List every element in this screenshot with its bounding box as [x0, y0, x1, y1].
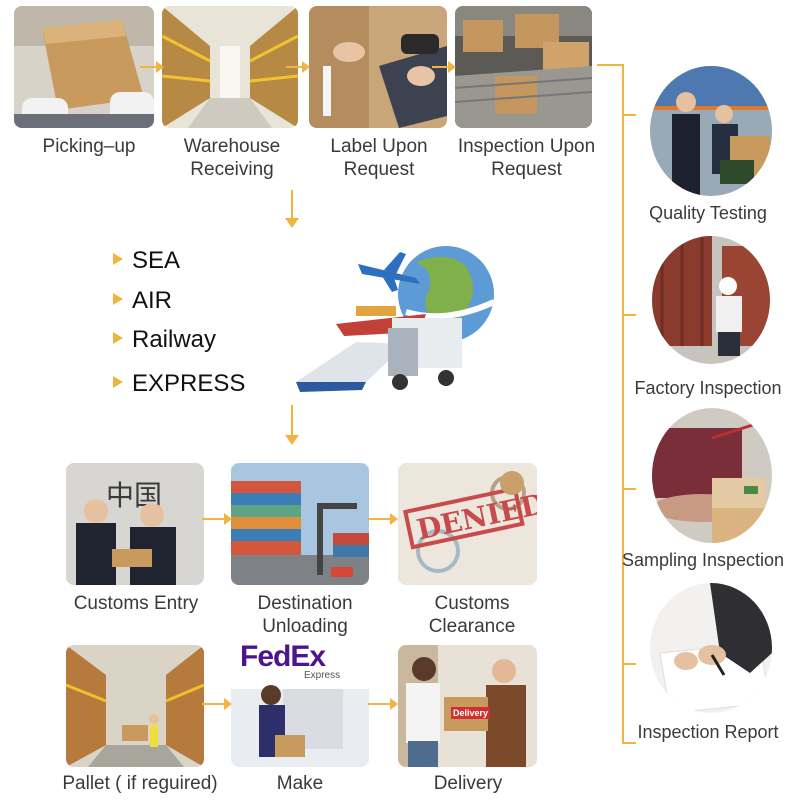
arrow-line-6: [202, 703, 228, 705]
arrow-head-5: [390, 513, 398, 525]
step-label-warehouse-receiving: Warehouse Receiving: [183, 136, 281, 180]
container-port-photo: [231, 463, 369, 585]
customs-officers-photo: 中国: [66, 463, 204, 585]
down-arrow-line-2: [291, 405, 293, 437]
bracket-top-line: [597, 64, 623, 66]
conveyor-boxes-photo: [455, 6, 592, 128]
inspection-report-photo: [650, 583, 772, 713]
step-label-make: Make: [276, 773, 324, 794]
arrow-head-2: [302, 61, 310, 73]
inspection-label-inspection-report: Inspection Report: [637, 722, 779, 742]
inspection-label-sampling-inspection: Sampling Inspection: [621, 550, 785, 570]
arrow-line-3: [432, 66, 452, 68]
bullet-icon: [113, 252, 123, 265]
step-label-pallet: Pallet ( if reguired): [62, 773, 218, 794]
bullet-icon: [113, 331, 123, 344]
down-arrow-line-1: [291, 190, 293, 220]
arrow-head-6: [224, 698, 232, 710]
step-label-label-upon-request: Label Upon Request: [330, 136, 428, 180]
mode-sea-label: SEA: [132, 247, 181, 274]
quality-testing-photo: [650, 66, 772, 196]
mode-air-label: AIR: [132, 287, 173, 314]
pallet-warehouse-photo: [66, 645, 204, 767]
mode-railway: Railway: [113, 326, 216, 354]
arrow-line-1: [140, 66, 160, 68]
bracket-tick-1: [622, 114, 636, 116]
down-arrow-head-2: [285, 435, 299, 445]
sampling-inspection-photo: [652, 408, 772, 543]
step-label-customs-clearance: Customs Clearance: [428, 593, 516, 637]
box-handoff-photo: [14, 6, 154, 128]
bracket-vertical-line: [622, 64, 624, 744]
arrow-head-7: [390, 698, 398, 710]
down-arrow-head-1: [285, 218, 299, 228]
package-delivery-photo: [398, 645, 537, 767]
arrow-head-4: [224, 513, 232, 525]
delivery-badge: Delivery: [451, 707, 491, 719]
bracket-tick-3: [622, 488, 636, 490]
fedex-logo-text: FedEx: [240, 640, 326, 673]
transport-globe-illustration: [296, 232, 496, 397]
arrow-line-4: [202, 518, 228, 520]
bullet-icon: [113, 292, 123, 305]
arrow-line-7: [368, 703, 394, 705]
bullet-icon: [113, 375, 123, 388]
mode-railway-label: Railway: [132, 326, 217, 353]
bracket-tick-2: [622, 314, 636, 316]
denied-stamp-photo: DENIED: [398, 463, 537, 585]
mode-air: AIR: [113, 287, 172, 315]
step-label-destination-unloading: Destination Unloading: [257, 593, 353, 637]
inspection-label-quality-testing: Quality Testing: [649, 203, 767, 223]
barcode-scanner-photo: [309, 6, 447, 128]
bracket-bottom-line: [622, 742, 636, 744]
step-label-customs-entry: Customs Entry: [73, 593, 199, 614]
step-label-inspection-upon-request: Inspection Upon Request: [457, 136, 596, 180]
arrow-head-3: [448, 61, 456, 73]
bracket-tick-4: [622, 663, 636, 665]
factory-inspection-photo: [652, 236, 770, 364]
arrow-line-2: [286, 66, 306, 68]
inspection-label-factory-inspection: Factory Inspection: [634, 378, 782, 398]
warehouse-shelves-photo: [162, 6, 298, 128]
mode-express-label: EXPRESS: [132, 370, 246, 397]
arrow-line-5: [368, 518, 394, 520]
mode-sea: SEA: [113, 247, 180, 275]
step-label-delivery: Delivery: [433, 773, 503, 794]
fedex-express-label: Express: [304, 670, 341, 681]
step-label-picking-up: Picking–up: [42, 136, 136, 157]
fedex-truck-photo: [231, 645, 369, 767]
fedex-logo: FedEx: [240, 640, 326, 674]
mode-express: EXPRESS: [113, 370, 245, 398]
arrow-head-1: [156, 61, 164, 73]
